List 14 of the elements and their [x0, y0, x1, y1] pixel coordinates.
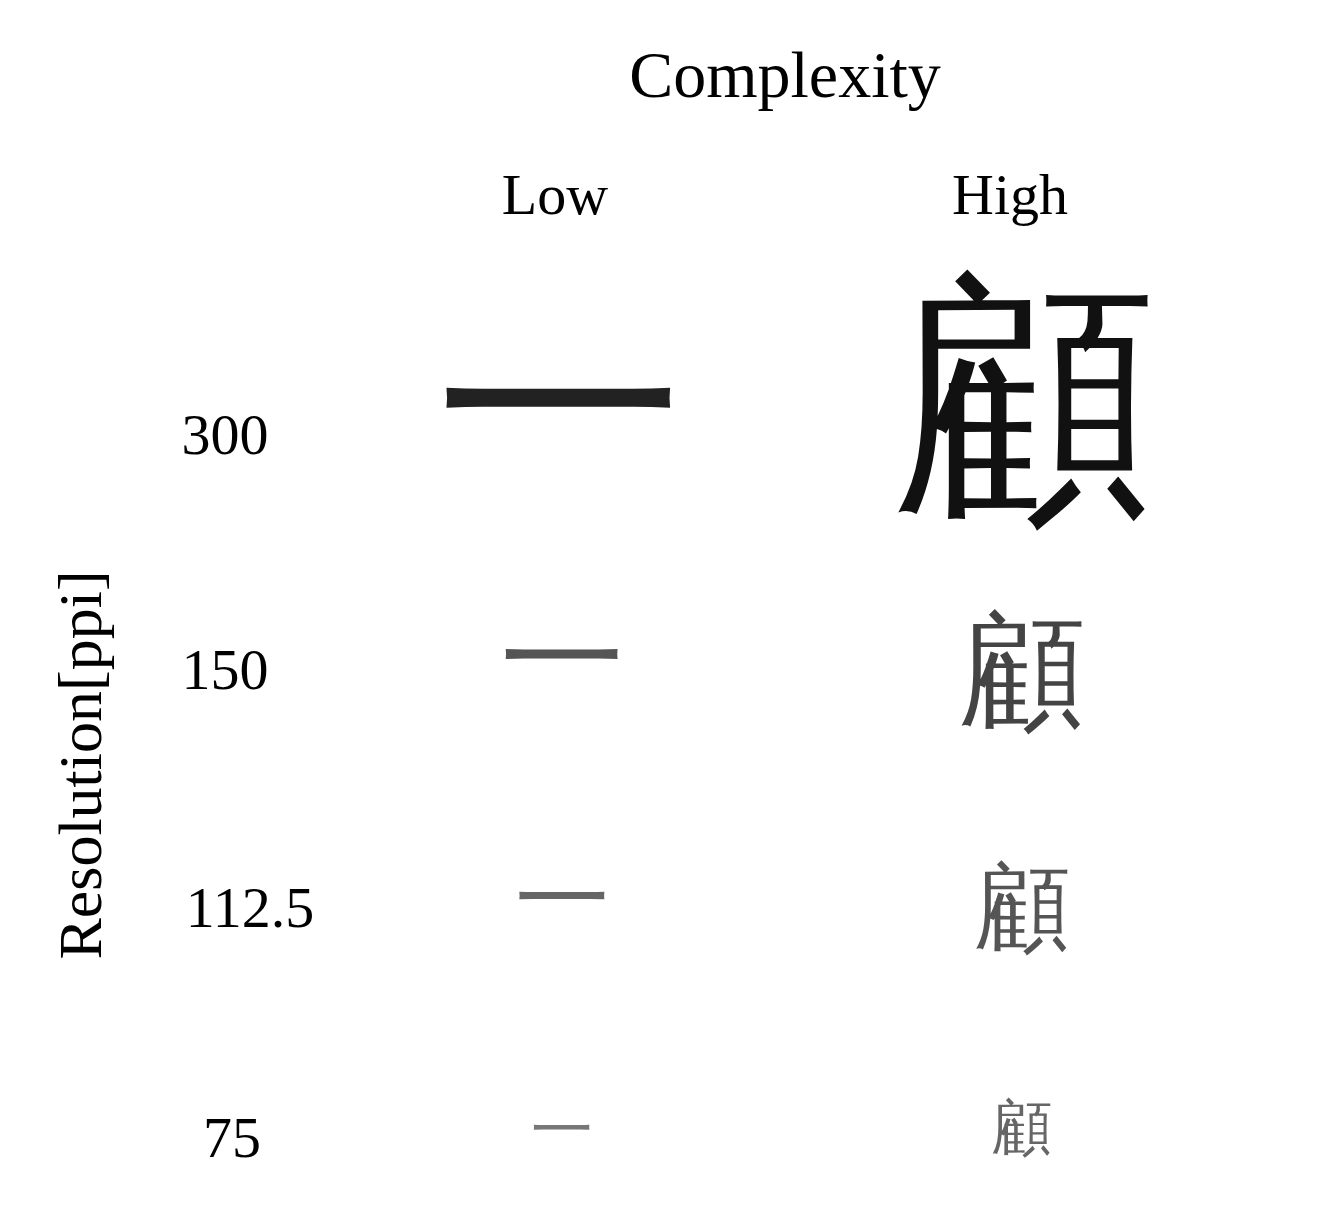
character-sample: 一	[531, 1099, 593, 1161]
character-sample: 顧	[992, 1098, 1052, 1158]
character-sample: 顧	[959, 609, 1085, 735]
row-label: 112.5	[185, 879, 315, 937]
row-label: 75	[203, 1109, 261, 1167]
column-header: High	[952, 166, 1068, 224]
column-header: Low	[501, 166, 609, 224]
character-sample: 顧	[895, 270, 1155, 530]
character-sample: 一	[435, 285, 685, 535]
character-sample: 一	[514, 852, 610, 948]
row-label: 300	[181, 406, 269, 464]
row-label: 150	[181, 641, 269, 699]
character-sample: 顧	[974, 860, 1070, 956]
character-sample: 一	[499, 597, 625, 723]
